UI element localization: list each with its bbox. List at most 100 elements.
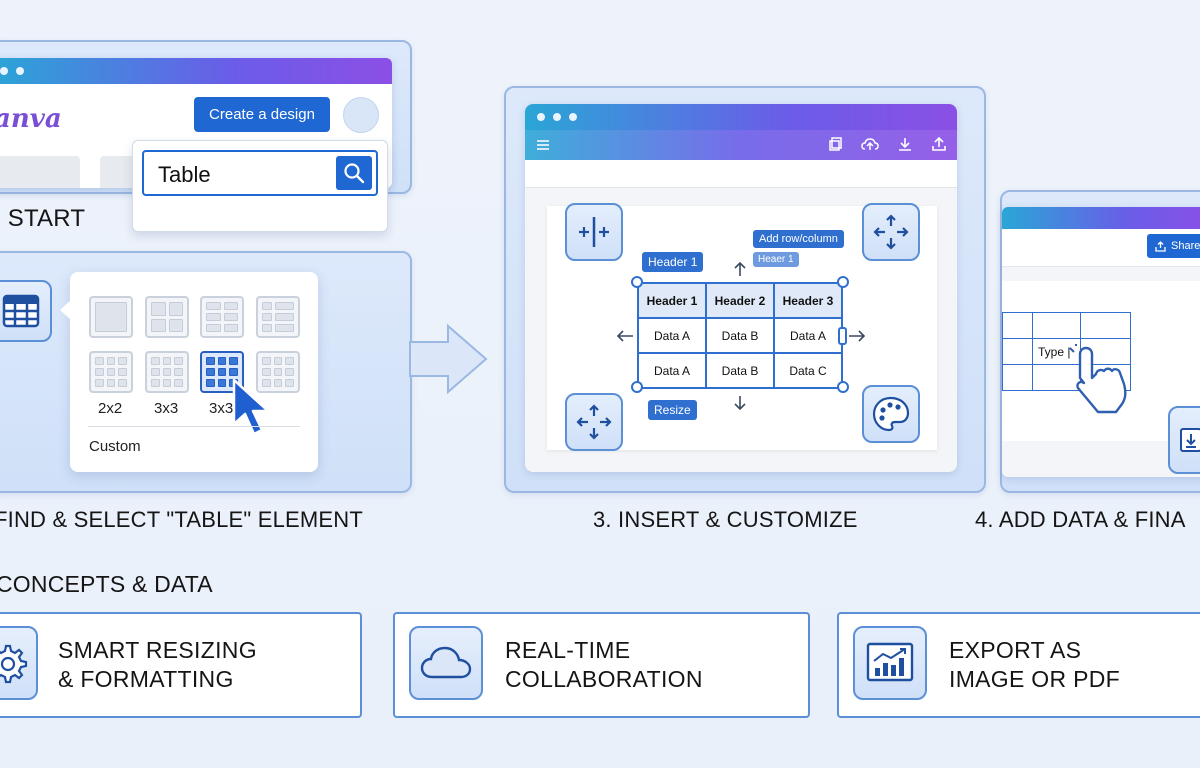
split-column-tool[interactable]: [565, 203, 623, 261]
download-tile[interactable]: [1168, 406, 1200, 474]
option-label-2x2: 2x2: [98, 400, 123, 417]
download-icon: [1180, 428, 1200, 452]
layout-option-3x3[interactable]: [89, 351, 133, 393]
table-icon-tile[interactable]: [0, 280, 52, 342]
color-palette-tool[interactable]: [862, 385, 920, 443]
step4-label: 4. ADD DATA & FINA: [975, 507, 1186, 532]
table-header-cell[interactable]: Header 2: [705, 282, 775, 319]
table-cell[interactable]: [1080, 312, 1131, 339]
search-button[interactable]: [336, 156, 372, 190]
window-dot: [0, 67, 8, 75]
step4-titlebar: [1002, 207, 1200, 229]
table-cell[interactable]: [1032, 312, 1081, 339]
table-cell[interactable]: Data B: [705, 352, 775, 389]
copy-icon[interactable]: [828, 136, 844, 152]
column-drag-handle[interactable]: [838, 327, 847, 345]
concept-card-export: EXPORT AS IMAGE OR PDF: [837, 612, 1200, 718]
avatar[interactable]: [343, 97, 379, 133]
concept-icon-tile: [0, 626, 38, 700]
search-input[interactable]: Table: [142, 150, 378, 196]
step3-label: 3. INSERT & CUSTOMIZE: [593, 507, 858, 532]
search-icon: [344, 163, 365, 184]
concept-icon-tile: [853, 626, 927, 700]
table-cell[interactable]: [1002, 364, 1033, 391]
header-tag: Header 1: [642, 252, 704, 272]
step1-titlebar: [0, 58, 392, 84]
share-button-label: Share: [1171, 240, 1200, 252]
concept-text: SMART RESIZING & FORMATTING: [58, 636, 257, 694]
layout-option-rows[interactable]: [256, 296, 300, 338]
table-cell[interactable]: Data A: [773, 317, 843, 354]
option-label-3x3: 3x3: [154, 400, 179, 417]
step1-label: . START: [0, 205, 86, 232]
resize-tag[interactable]: Resize: [648, 400, 697, 420]
table-icon: [2, 294, 40, 328]
concept-card-collaboration: REAL-TIME COLLABORATION: [393, 612, 810, 718]
window-dot: [569, 113, 577, 121]
table-cell[interactable]: [1002, 338, 1033, 365]
concept-card-resizing: SMART RESIZING & FORMATTING: [0, 612, 362, 718]
layout-option-1x1[interactable]: [89, 296, 133, 338]
layout-option-2x2[interactable]: [145, 296, 189, 338]
layout-option-2x3[interactable]: [200, 296, 244, 338]
layout-option-3x3[interactable]: [145, 351, 189, 393]
move-icon: [873, 214, 909, 250]
arrow-left-icon: [616, 330, 633, 342]
add-row-column-tag[interactable]: Add row/column: [753, 230, 844, 248]
concept-title-line1: EXPORT AS: [949, 637, 1082, 663]
download-icon[interactable]: [897, 136, 913, 152]
table-cell[interactable]: [1002, 312, 1033, 339]
move-icon: [576, 404, 612, 440]
search-input-value: Table: [158, 162, 211, 187]
table-cell[interactable]: Data B: [705, 317, 775, 354]
table-cell[interactable]: Data C: [773, 352, 843, 389]
move-tool-bottom[interactable]: [565, 393, 623, 451]
table-cell[interactable]: Data A: [637, 352, 707, 389]
editor-subbar: [525, 160, 957, 188]
arrow-right-icon: [849, 330, 866, 342]
move-tool-top[interactable]: [862, 203, 920, 261]
custom-option[interactable]: Custom: [89, 438, 141, 455]
share-icon: [1155, 240, 1166, 252]
table-row: Data A Data B Data A: [637, 317, 843, 354]
table-header-cell[interactable]: Header 1: [637, 282, 707, 319]
concept-text: EXPORT AS IMAGE OR PDF: [949, 636, 1120, 694]
cursor-arrow-icon: [232, 378, 270, 436]
hand-pointer-icon: [1069, 344, 1127, 414]
concept-title-line1: REAL-TIME: [505, 637, 631, 663]
share-icon[interactable]: [931, 136, 947, 152]
editable-table[interactable]: Header 1 Header 2 Header 3 Data A Data B…: [637, 282, 843, 389]
resize-handle[interactable]: [837, 276, 849, 288]
window-dot: [553, 113, 561, 121]
concept-title-line2: & FORMATTING: [58, 666, 234, 692]
concept-title-line2: COLLABORATION: [505, 666, 703, 692]
resize-handle[interactable]: [837, 381, 849, 393]
step2-label: FIND & SELECT "TABLE" ELEMENT: [0, 507, 364, 532]
resize-handle[interactable]: [631, 381, 643, 393]
table-header-row: Header 1 Header 2 Header 3: [637, 282, 843, 319]
table-header-cell[interactable]: Header 3: [773, 282, 843, 319]
create-design-button[interactable]: Create a design: [194, 97, 330, 132]
gear-icon: [0, 644, 28, 684]
chart-icon: [866, 642, 914, 682]
arrow-right-icon: [409, 323, 488, 395]
window-dot: [537, 113, 545, 121]
arrow-down-icon: [734, 396, 746, 411]
resize-handle[interactable]: [631, 276, 643, 288]
window-dot: [16, 67, 24, 75]
popup-pointer: [60, 300, 71, 320]
concept-text: REAL-TIME COLLABORATION: [505, 636, 703, 694]
share-button[interactable]: Share: [1147, 234, 1200, 258]
step1-browser-window: anva Create a design: [0, 58, 392, 188]
editor-toolbar: [525, 130, 957, 160]
placeholder-card: [0, 156, 80, 188]
menu-icon[interactable]: [535, 137, 551, 153]
option-label-3x3: 3x3: [209, 400, 234, 417]
layout-option-3x3[interactable]: [256, 351, 300, 393]
palette-icon: [872, 396, 910, 432]
popup-divider: [88, 426, 300, 427]
cloud-upload-icon[interactable]: [861, 136, 879, 152]
concept-icon-tile: [409, 626, 483, 700]
concept-title-line1: SMART RESIZING: [58, 637, 257, 663]
table-cell[interactable]: Data A: [637, 317, 707, 354]
